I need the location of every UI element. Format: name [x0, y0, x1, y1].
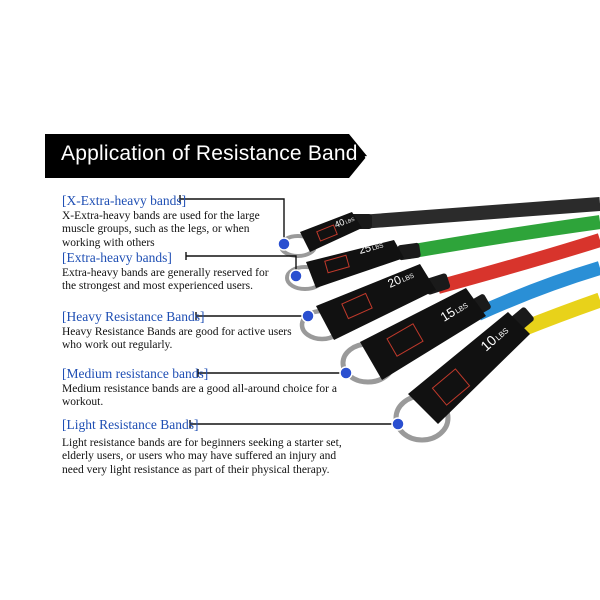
description-line: elderly users, or users who may have suf… — [62, 450, 337, 463]
marker-dot-icon — [289, 269, 303, 283]
section-x-extra-heavy: [X-Extra-heavy bands] X-Extra-heavy band… — [62, 193, 260, 250]
band-strap-20: 20LBS — [316, 264, 436, 340]
description-line: the strongest and most experienced users… — [62, 280, 253, 293]
description-line: working with others — [62, 236, 155, 249]
description-line: Extra-heavy bands are generally reserved… — [62, 267, 269, 279]
band-tube-20 — [436, 233, 600, 294]
description-line: X-Extra-heavy bands are used for the lar… — [62, 210, 260, 222]
band-tube-25 — [406, 215, 600, 259]
description-line: workout. — [62, 396, 104, 409]
section-heading: [Light Resistance Bands] — [62, 417, 199, 432]
section-description: Light resistance bands are for beginners… — [62, 437, 342, 477]
leader-line-x-extra-heavy — [180, 198, 285, 244]
description-line: Light resistance bands are for beginners… — [62, 437, 342, 449]
section-medium: [Medium resistance bands] Medium resista… — [62, 366, 337, 410]
band-strap-15: 15LBS — [360, 288, 486, 380]
band-unit-label: LBS — [401, 272, 416, 284]
section-light: [Light Resistance Bands] Light resistanc… — [62, 417, 342, 477]
section-heading: [Extra-heavy bands] — [62, 250, 172, 265]
description-line: need very light resistance as part of th… — [62, 463, 330, 476]
banner-title: Application of Resistance Band Set — [61, 142, 396, 165]
section-extra-heavy: [Extra-heavy bands] Extra-heavy bands ar… — [62, 250, 269, 294]
section-heading: [X-Extra-heavy bands] — [62, 193, 187, 208]
section-heading: [Heavy Resistance Bands] — [62, 309, 205, 324]
section-description: Extra-heavy bands are generally reserved… — [62, 267, 269, 294]
marker-dot-icon — [391, 417, 405, 431]
section-description: Heavy Resistance Bands are good for acti… — [62, 326, 292, 353]
marker-dot-icon — [277, 237, 291, 251]
section-heading: [Medium resistance bands] — [62, 366, 209, 381]
section-description: X-Extra-heavy bands are used for the lar… — [62, 210, 260, 250]
band-tube-40 — [359, 197, 600, 229]
band-tube-10 — [517, 292, 600, 337]
section-description: Medium resistance bands are a good all-a… — [62, 383, 337, 410]
description-line: who work out regularly. — [62, 339, 173, 352]
band-strap-10: 10LBS — [408, 312, 530, 424]
section-heavy: [Heavy Resistance Bands] Heavy Resistanc… — [62, 309, 292, 353]
marker-dot-icon — [339, 366, 353, 380]
band-tube-15 — [475, 261, 600, 321]
band-strap-40: 40LBS — [300, 212, 362, 252]
title-banner: Application of Resistance Band Set — [45, 134, 396, 178]
description-line: Medium resistance bands are a good all-a… — [62, 383, 337, 395]
marker-dot-icon — [301, 309, 315, 323]
band-unit-label: LBS — [372, 243, 385, 252]
description-line: Heavy Resistance Bands are good for acti… — [62, 326, 292, 338]
description-line: muscle groups, such as the legs, or when — [62, 223, 250, 236]
banner-arrow-shape — [45, 134, 367, 178]
band-unit-label: LBS — [345, 216, 357, 225]
